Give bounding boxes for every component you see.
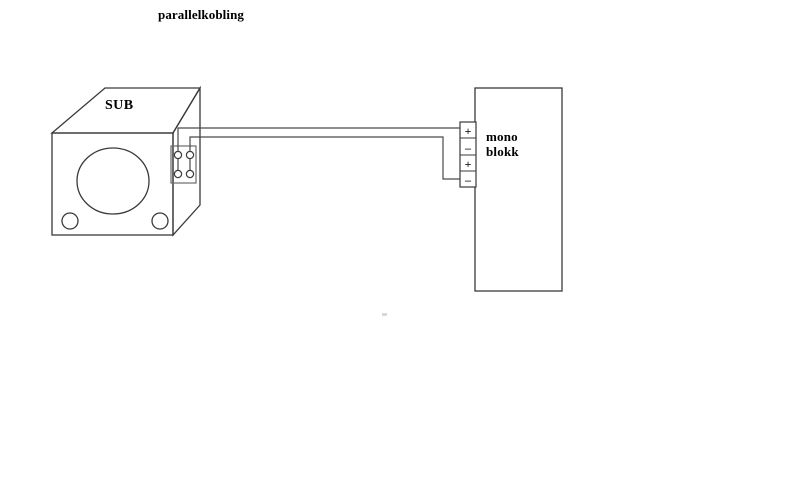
post-bottom-right[interactable] [185, 169, 195, 179]
foot-right-circle [151, 212, 169, 230]
speaker-right-face [172, 85, 201, 237]
terminal-plate-outline [170, 145, 197, 184]
scan-artifact [382, 313, 387, 316]
foot-left-circle [61, 212, 79, 230]
wire-lower [189, 136, 463, 180]
diagram-title: parallelkobling [158, 7, 245, 22]
amplifier-body [474, 87, 563, 292]
amplifier-label-line2: blokk [486, 143, 519, 159]
wire-upper [177, 127, 463, 152]
amplifier-terminal-strip [459, 121, 477, 188]
amp-terminal-4-sign[interactable]: – [465, 173, 471, 187]
post-top-left[interactable] [173, 150, 183, 160]
amp-terminal-2-sign[interactable]: – [465, 141, 471, 155]
speaker-label-sub: SUB [105, 98, 134, 113]
amp-terminal-3-sign[interactable]: + [464, 157, 472, 171]
amplifier-label-line1: mono [486, 129, 518, 144]
speaker-enclosure [50, 85, 202, 237]
post-bottom-left[interactable] [173, 169, 183, 179]
amp-terminal-1-sign[interactable]: + [464, 124, 472, 138]
woofer-cone [76, 147, 150, 215]
speaker-terminal-plate [170, 145, 197, 184]
post-top-right[interactable] [185, 150, 195, 160]
